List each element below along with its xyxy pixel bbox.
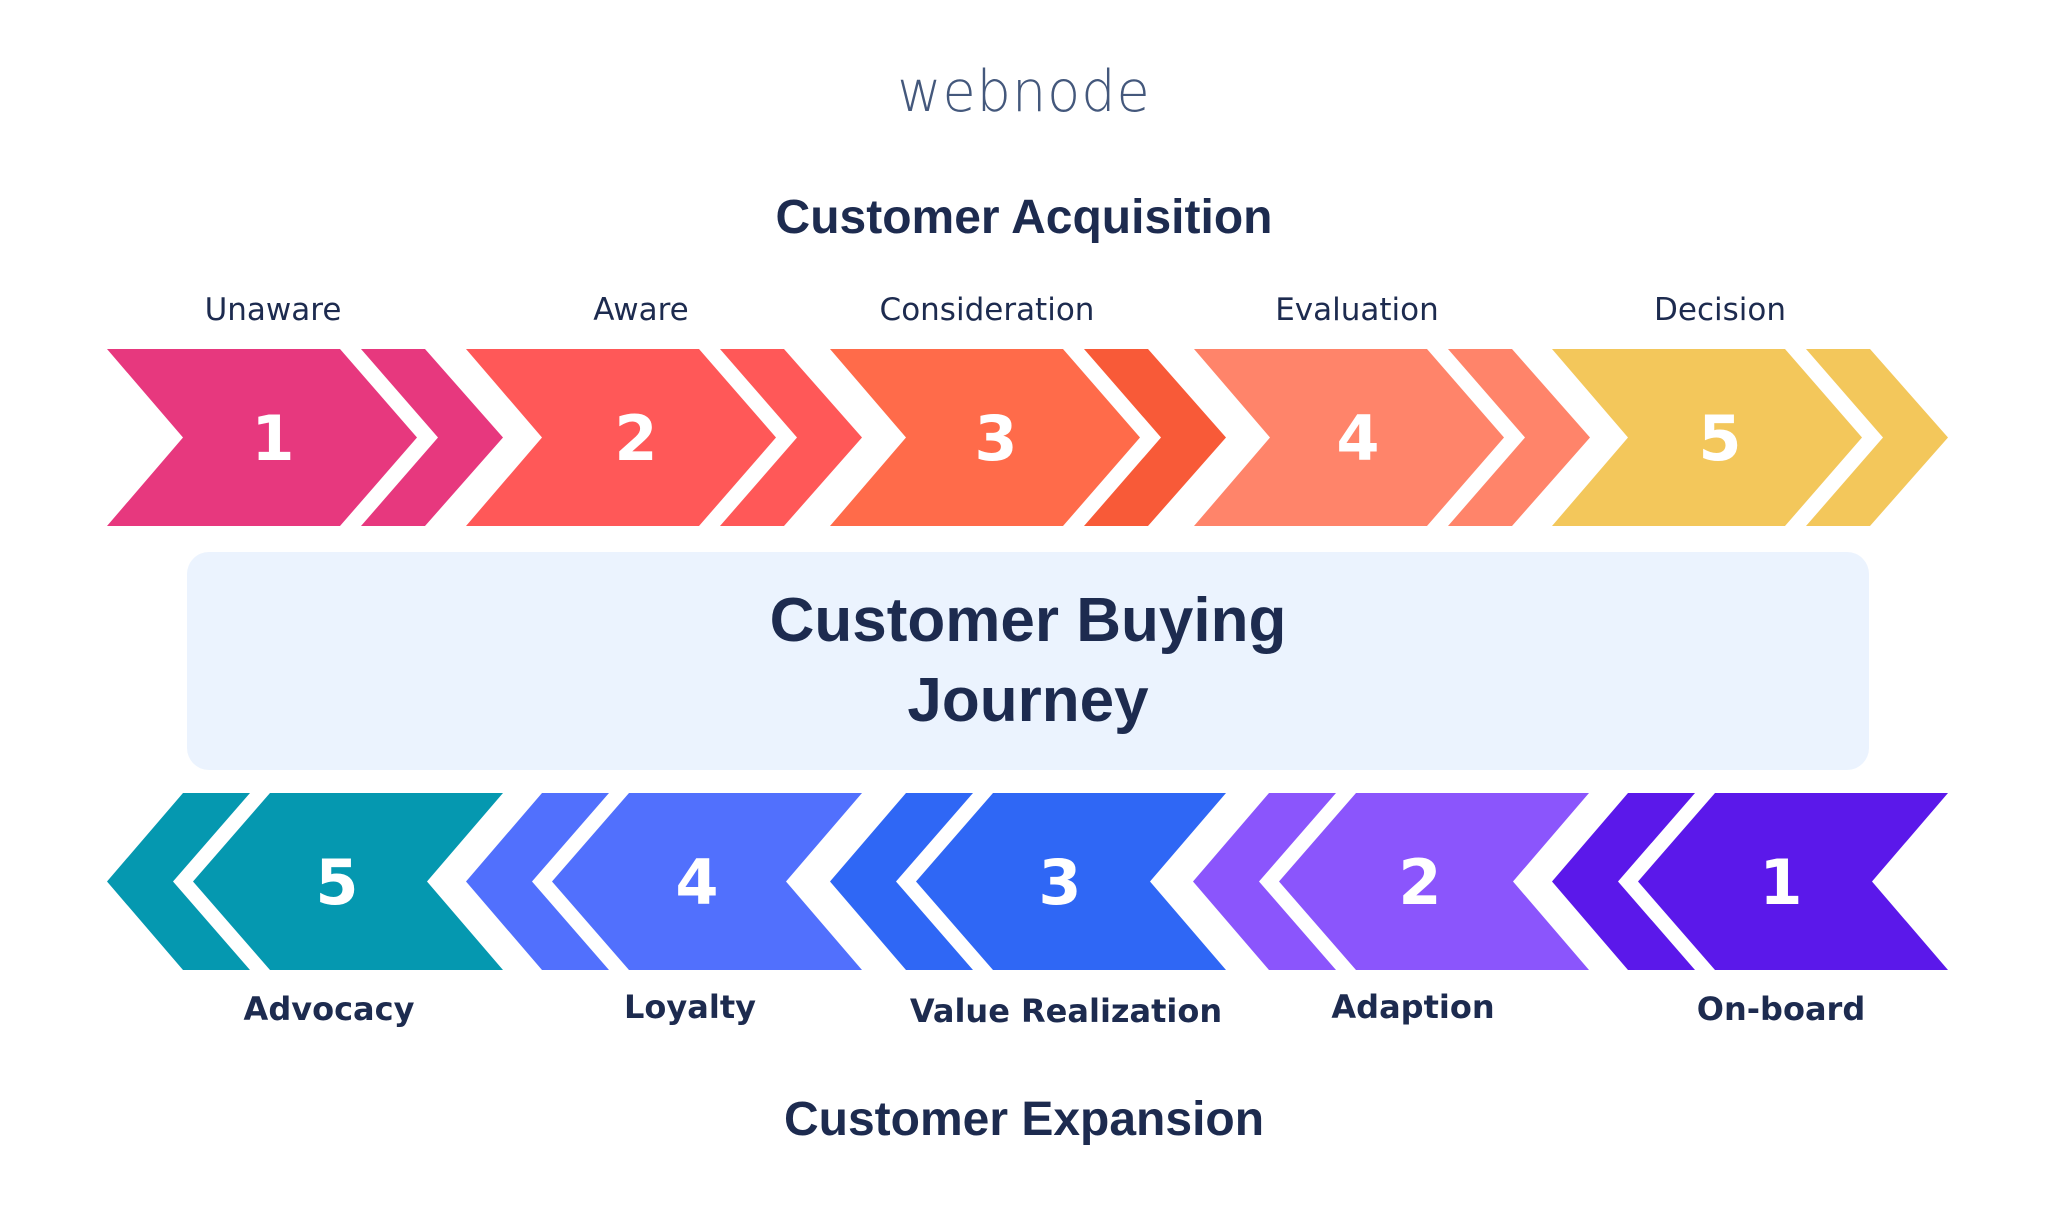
arrow-body bbox=[1279, 793, 1589, 970]
arrow-body bbox=[1194, 349, 1504, 526]
stage-label-value-realization: Value Realization bbox=[909, 992, 1223, 1030]
chevron-icon bbox=[466, 793, 609, 970]
stage-number: 2 bbox=[614, 402, 657, 475]
journey-title: Customer Buying Journey bbox=[678, 581, 1378, 741]
arrow-body bbox=[552, 793, 862, 970]
stage-label-evaluation: Evaluation bbox=[1275, 292, 1439, 328]
expansion-title: Customer Expansion bbox=[783, 1093, 1265, 1146]
arrow-body bbox=[830, 349, 1140, 526]
stage-label-unaware: Unaware bbox=[204, 292, 342, 328]
stage-arrow-1: 1 bbox=[107, 349, 503, 526]
stage-number: 2 bbox=[1398, 846, 1441, 919]
stage-arrow-5: 5 bbox=[1552, 349, 1948, 526]
stage-number: 4 bbox=[1336, 402, 1379, 475]
stage-label-decision: Decision bbox=[1654, 292, 1786, 328]
journey-title-line2: Journey bbox=[907, 666, 1149, 735]
stage-arrow-adaption: 2 bbox=[1193, 793, 1589, 970]
stage-arrow-loyalty: 4 bbox=[466, 793, 862, 970]
chevron-icon bbox=[1552, 793, 1695, 970]
stage-number: 1 bbox=[251, 402, 294, 475]
chevron-icon bbox=[1193, 793, 1336, 970]
stage-number: 4 bbox=[675, 846, 718, 919]
stage-number: 1 bbox=[1759, 846, 1802, 919]
chevron-icon bbox=[361, 349, 503, 526]
stage-label-adaption: Adaption bbox=[1331, 988, 1495, 1026]
stage-label-on-board: On-board bbox=[1696, 990, 1866, 1028]
stage-arrow-4: 4 bbox=[1194, 349, 1590, 526]
arrow-body bbox=[916, 793, 1226, 970]
stage-number: 5 bbox=[1698, 402, 1741, 475]
stage-arrow-3: 3 bbox=[830, 349, 1226, 526]
arrow-body bbox=[1638, 793, 1948, 970]
chevron-icon bbox=[107, 793, 250, 970]
stage-number: 3 bbox=[974, 402, 1017, 475]
webnode-logo: webnode bbox=[897, 58, 1151, 125]
chevron-icon bbox=[720, 349, 862, 526]
stage-label-aware: Aware bbox=[593, 292, 689, 328]
arrow-body bbox=[107, 349, 417, 526]
chevron-icon bbox=[1806, 349, 1948, 526]
stage-arrow-advocacy: 5 bbox=[107, 793, 503, 970]
stage-label-loyalty: Loyalty bbox=[624, 988, 756, 1026]
acquisition-arrow-row: 1 2 3 4 5 bbox=[107, 349, 1948, 526]
stage-arrow-on-board: 1 bbox=[1552, 793, 1948, 970]
acquisition-title: Customer Acquisition bbox=[775, 191, 1273, 244]
stage-label-consideration: Consideration bbox=[879, 292, 1095, 328]
chevron-icon bbox=[1084, 349, 1226, 526]
stage-arrow-value-realization: 3 bbox=[830, 793, 1226, 970]
expansion-arrow-row: 5 4 3 2 1 bbox=[107, 793, 1948, 970]
stage-label-advocacy: Advocacy bbox=[243, 990, 415, 1028]
arrow-body bbox=[193, 793, 503, 970]
stage-arrow-2: 2 bbox=[466, 349, 862, 526]
stage-number: 5 bbox=[315, 846, 358, 919]
chevron-icon bbox=[1448, 349, 1590, 526]
journey-title-line1: Customer Buying bbox=[769, 586, 1287, 655]
journey-center-box: Customer Buying Journey bbox=[187, 552, 1869, 770]
arrow-body bbox=[1552, 349, 1862, 526]
stage-number: 3 bbox=[1038, 846, 1081, 919]
arrow-body bbox=[466, 349, 776, 526]
chevron-icon bbox=[830, 793, 973, 970]
